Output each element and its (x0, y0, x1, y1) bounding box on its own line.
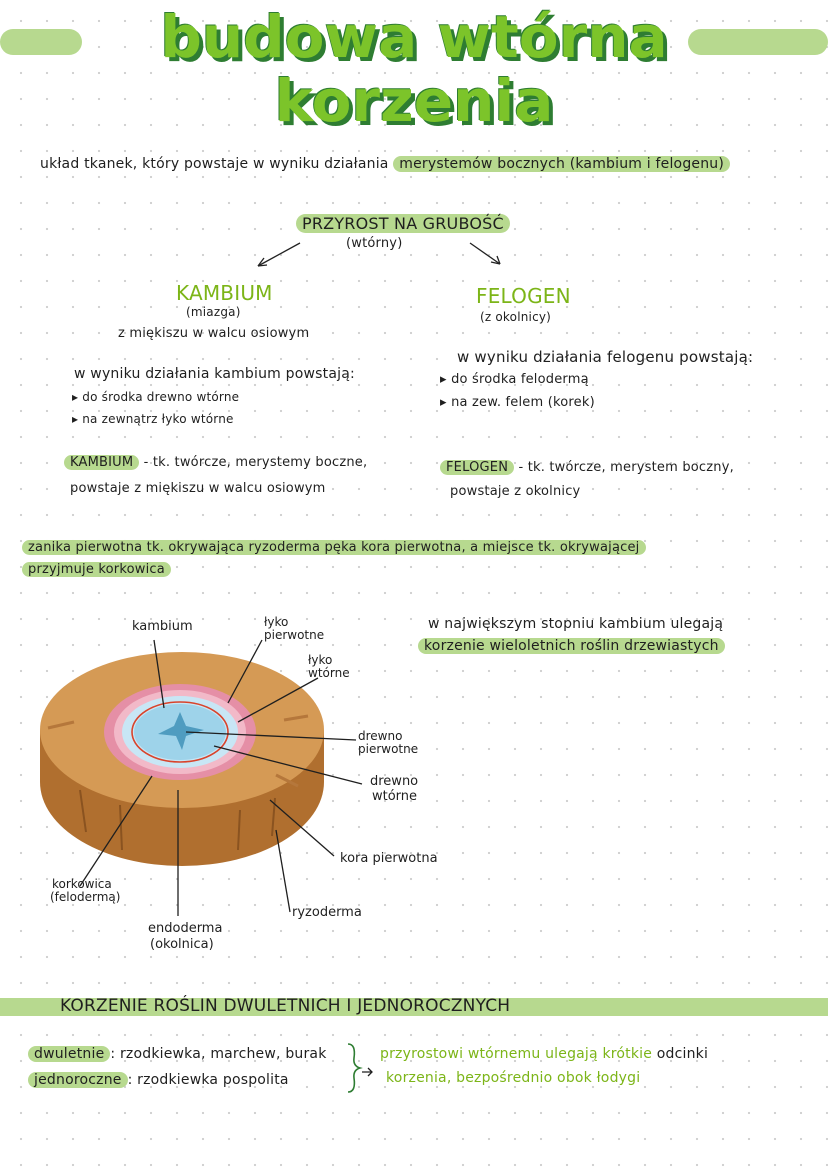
kambium-bullet: ▸ do środka drewno wtórne (72, 390, 240, 404)
growth-subtitle: (wtórny) (346, 236, 403, 251)
drewno-pierwotne-shape (158, 712, 204, 750)
definition-lead: układ tkanek, który powstaje w wyniku dz… (40, 156, 389, 172)
label-korkowica: (felodermą) (50, 890, 120, 904)
label-ryzoderma: ryzoderma (292, 905, 362, 920)
label-lyko-wtorne: wtórne (308, 666, 350, 680)
label-endoderma: (okolnica) (150, 937, 214, 952)
kambium-heading: KAMBIUM (176, 281, 273, 305)
felogen-heading: FELOGEN (476, 284, 571, 308)
label-korkowica: korkowica (52, 877, 112, 891)
label-drewno-pierwotne: pierwotne (358, 742, 418, 756)
bottom-heading-bar (0, 998, 828, 1016)
definition-highlight: merystemów bocznych (kambium i felogenu) (393, 156, 731, 172)
felogen-definition: FELOGEN - tk. twórcze, merystem boczny, (440, 460, 734, 475)
side-note-line2: korzenie wieloletnich roślin drzewiastyc… (418, 638, 725, 654)
root-cross-section-diagram: kambium łyko pierwotne łyko wtórne drewn… (40, 615, 438, 952)
kambium-sub: (miazga) (186, 305, 241, 319)
kambium-bullet: ▸ na zewnątrz łyko wtórne (72, 412, 234, 426)
title-right-bar (688, 29, 828, 55)
dwuletnie-line: dwuletnie: rzodkiewka, marchew, burak (28, 1046, 327, 1062)
label-drewno-wtorne: drewno (370, 774, 418, 789)
growth-title: PRZYROST NA GRUBOŚĆ (296, 214, 510, 233)
bottom-heading: KORZENIE ROŚLIN DWULETNICH I JEDNOROCZNY… (60, 996, 511, 1016)
side-note-line1: w największym stopniu kambium ulegają (428, 616, 724, 632)
growth-arrows (257, 242, 501, 267)
label-lyko-pierwotne: pierwotne (264, 628, 324, 642)
label-kora-pierwotna: kora pierwotna (340, 851, 438, 866)
label-kambium: kambium (132, 619, 193, 634)
title-left-bar (0, 29, 82, 55)
result-line2: korzenia, bezpośrednio obok łodygi (386, 1070, 641, 1086)
kambium-origin: z miękiszu w walcu osiowym (118, 326, 310, 341)
felogen-bullet: ▸ na zew. felem (korek) (440, 395, 595, 410)
label-lyko-pierwotne: łyko (264, 615, 288, 629)
felogen-definition-2: powstaje z okolnicy (450, 484, 581, 499)
page-title-line2: korzenia (274, 67, 554, 135)
note-line1: zanika pierwotna tk. okrywająca ryzoderm… (22, 540, 646, 555)
jednoroczne-line: jednoroczne: rzodkiewka pospolita (28, 1072, 289, 1088)
felogen-bullet: ▸ do środka felodermą (440, 372, 589, 387)
kambium-definition: KAMBIUM - tk. twórcze, merystemy boczne, (64, 455, 367, 470)
felogen-sub: (z okolnicy) (480, 310, 552, 324)
label-lyko-wtorne: łyko (308, 653, 332, 667)
label-endoderma: endoderma (148, 921, 222, 936)
page-title-line1: budowa wtórna (160, 3, 668, 71)
result-line1: przyrostowi wtórnemu ulegają krótkie odc… (380, 1046, 709, 1062)
kambium-result-intro: w wyniku działania kambium powstają: (74, 366, 355, 382)
note-line2: przyjmuje korkowica (22, 562, 171, 577)
kambium-definition-2: powstaje z miękiszu w walcu osiowym (70, 481, 326, 496)
brace-arrow (347, 1043, 373, 1093)
label-drewno-wtorne: wtórne (372, 789, 417, 804)
definition: układ tkanek, który powstaje w wyniku dz… (40, 156, 731, 172)
label-drewno-pierwotne: drewno (358, 729, 402, 743)
felogen-result-intro: w wyniku działania felogenu powstają: (457, 348, 754, 366)
